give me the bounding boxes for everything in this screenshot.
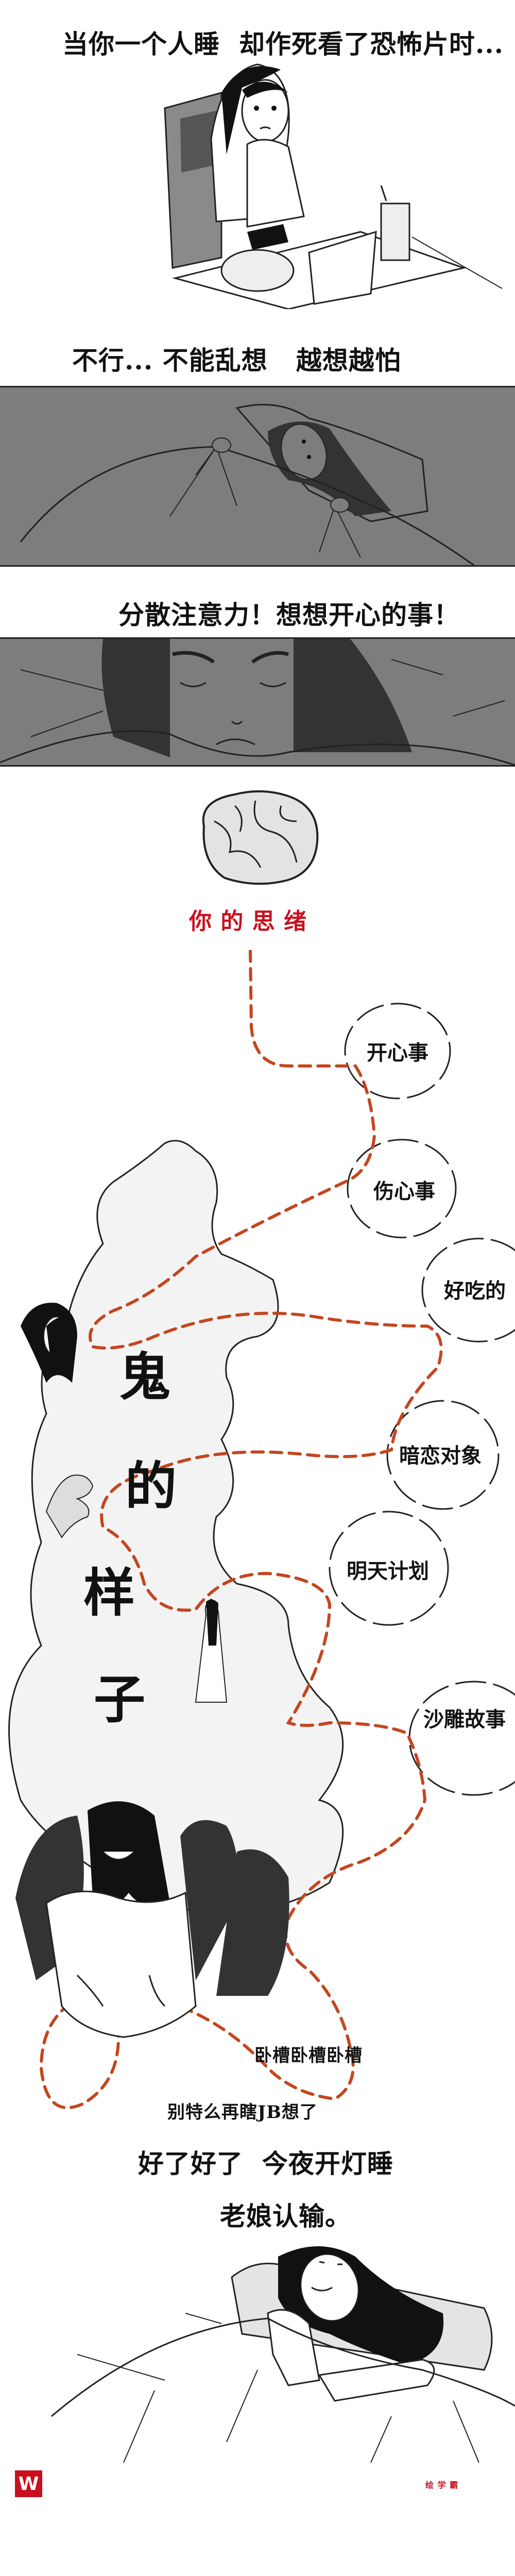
thought-bubble-sad — [347, 1139, 457, 1239]
comic-page: 当你一个人睡 却作死看了恐怖片时... 不行... 不能乱想 越想越怕 — [0, 29, 515, 2497]
mindmap-title: 你 的 思 绪 — [189, 908, 307, 935]
thought-label-food: 好吃的 — [444, 1279, 506, 1303]
logo-text: W — [18, 2473, 39, 2495]
thought-bubble-crush — [386, 1400, 500, 1510]
thought-bubble-plan — [329, 1511, 449, 1626]
ghost-label-char: 样 — [83, 1562, 135, 1623]
ghost-label-char: 的 — [125, 1455, 177, 1517]
thought-map-drawing — [8, 950, 515, 2109]
frowning-girl-closeup-illustration — [0, 639, 515, 765]
ghost-smoke-cloud — [8, 1140, 344, 1913]
scold-text: 别特么再瞎JB想了 — [167, 2102, 318, 2123]
smiling-girl-in-bed-illustration — [51, 2246, 515, 2463]
exclaim-text: 卧槽卧槽卧槽 — [254, 2045, 363, 2066]
panel-scared-in-bed — [0, 386, 515, 567]
brand-logo: W — [15, 2470, 42, 2497]
thought-label-sad: 伤心事 — [373, 1179, 435, 1204]
ghost-label-char: 子 — [94, 1669, 145, 1730]
ghost-crawling — [15, 1801, 289, 2038]
brain-icon — [202, 790, 319, 885]
thought-bubble-food — [421, 1238, 515, 1343]
thought-path — [39, 950, 443, 2109]
girl-at-desk-illustration — [164, 63, 503, 309]
ghost-head-peeking — [21, 1302, 77, 1383]
ghost-standing — [195, 1598, 228, 1703]
ending-line1: 好了好了 今夜开灯睡 — [138, 2148, 393, 2179]
panel-frowning-face — [0, 637, 515, 767]
ghost-label-char: 鬼 — [119, 1346, 170, 1408]
scared-girl-in-bed-illustration — [20, 403, 474, 565]
thought-bubble-happy — [344, 1003, 451, 1099]
scene3-caption: 分散注意力！想想开心的事！ — [118, 600, 460, 630]
thought-label-funny: 沙雕故事 — [423, 1707, 506, 1732]
scene2-caption: 不行... 不能乱想 越想越怕 — [72, 345, 401, 376]
scene1-caption: 当你一个人睡 却作死看了恐怖片时... — [62, 29, 504, 59]
ghost-hand — [45, 1475, 94, 1538]
thought-bubble-funny — [408, 1681, 515, 1796]
thought-label-happy: 开心事 — [367, 1041, 428, 1065]
brand-name: 绘 学 霸 — [425, 2480, 459, 2490]
ending-line2: 老娘认输。 — [220, 2201, 351, 2231]
thought-label-plan: 明天计划 — [347, 1559, 429, 1583]
thought-label-crush: 暗恋对象 — [399, 1444, 482, 1468]
